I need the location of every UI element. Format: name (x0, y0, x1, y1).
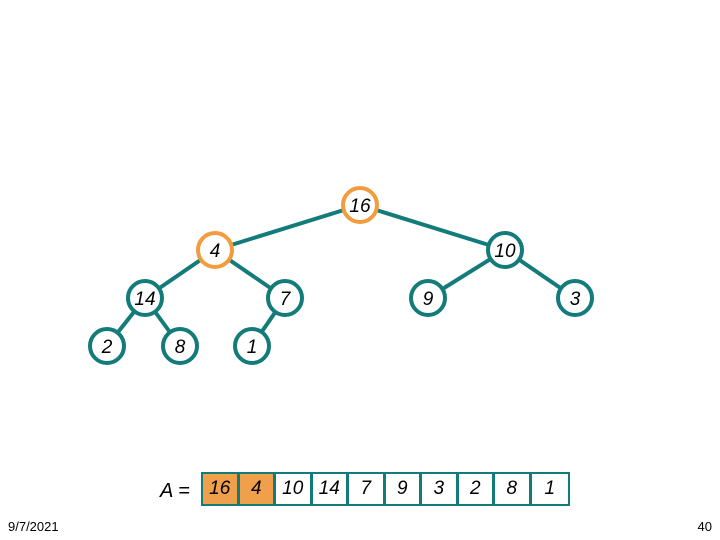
array-cell: 9 (385, 474, 422, 504)
tree-node: 1 (233, 327, 271, 365)
tree-node: 7 (266, 279, 304, 317)
tree-node-label: 3 (570, 289, 581, 310)
array-cell: 10 (276, 474, 313, 504)
tree-node-circle (266, 279, 304, 317)
tree-node-circle (196, 231, 234, 269)
tree-edges (105, 203, 577, 348)
tree-node-circle (88, 327, 126, 365)
tree-node-label: 7 (280, 289, 292, 310)
tree-node: 9 (409, 279, 447, 317)
array-cell: 4 (239, 474, 276, 504)
array-cell: 3 (422, 474, 459, 504)
tree-node: 4 (196, 231, 234, 269)
footer-page-number: 40 (697, 519, 712, 534)
array-cell: 7 (349, 474, 386, 504)
tree-node-circle (486, 231, 524, 269)
tree-node: 14 (126, 279, 164, 317)
tree-node: 16 (341, 186, 379, 224)
tree-node-circle (341, 186, 379, 224)
tree-node-circle (233, 327, 271, 365)
array-cell: 14 (312, 474, 349, 504)
array-cell: 8 (495, 474, 532, 504)
tree-node-label: 1 (247, 337, 258, 358)
tree-node-label: 4 (210, 241, 221, 262)
tree-edge (214, 203, 361, 252)
tree-edge (359, 203, 506, 252)
array-cell: 16 (203, 474, 240, 504)
tree-node-circle (409, 279, 447, 317)
array-cell: 2 (458, 474, 495, 504)
tree-node-label: 9 (423, 289, 434, 310)
tree-nodes: 16 4 10 14 7 9 3 2 8 1 (88, 186, 594, 365)
tree-node-circle (161, 327, 199, 365)
tree-node-label: 8 (175, 337, 186, 358)
tree-node-label: 16 (349, 196, 371, 217)
tree-node-label: 10 (494, 241, 516, 262)
tree-node-circle (126, 279, 164, 317)
footer-date: 9/7/2021 (8, 519, 59, 534)
tree-node: 2 (88, 327, 126, 365)
tree-node-circle (556, 279, 594, 317)
tree-node: 3 (556, 279, 594, 317)
tree-node: 10 (486, 231, 524, 269)
tree-node: 8 (161, 327, 199, 365)
array-cell: 1 (531, 474, 568, 504)
tree-node-label: 14 (134, 289, 155, 310)
array-label: A = (160, 480, 190, 502)
tree-node-label: 2 (101, 337, 113, 358)
